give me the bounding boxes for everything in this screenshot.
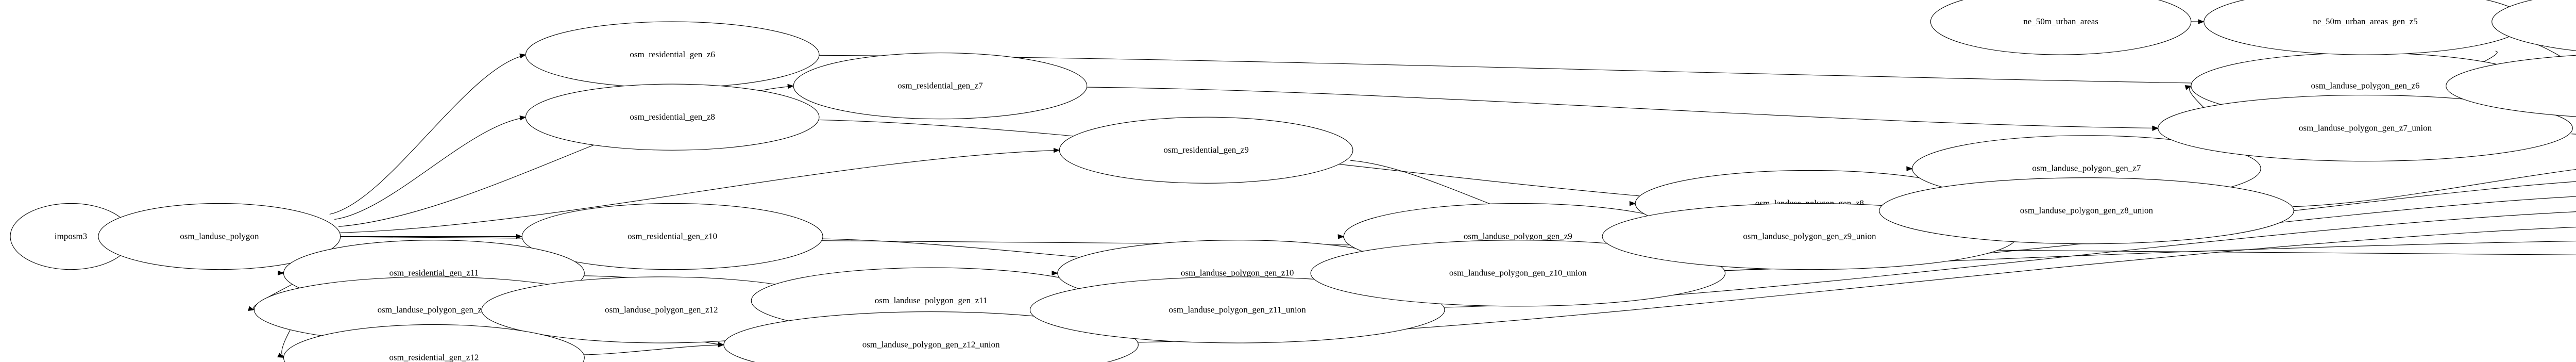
edge-arrowhead — [519, 115, 527, 121]
node-label: osm_landuse_polygon_gen_z12_union — [862, 340, 1000, 350]
node-ellipse — [1310, 240, 1726, 307]
graph-node-osm_residential_gen_z9[interactable]: osm_residential_gen_z9 — [1059, 117, 1353, 184]
node-ellipse — [793, 53, 1088, 120]
graph-node-ne_50m_urban_areas_gen_z4[interactable]: ne_50m_urban_areas_gen_z4 — [2492, 0, 2576, 55]
graph-node-osm_residential_gen_z7[interactable]: osm_residential_gen_z7 — [793, 53, 1088, 120]
node-label: osm_landuse_polygon_gen_z10_union — [1449, 268, 1587, 278]
node-label: osm_residential_gen_z8 — [630, 112, 715, 122]
edge-arrowhead — [1337, 234, 1344, 239]
edge-arrowhead — [1906, 166, 1913, 172]
graph-edge — [2293, 169, 2576, 207]
node-label: osm_landuse_polygon_gen_z7 — [2032, 163, 2141, 173]
node-label: osm_landuse_polygon_gen_z9 — [1464, 231, 1572, 241]
node-label: osm_residential_gen_z10 — [628, 231, 717, 241]
node-label: osm_residential_gen_z9 — [1163, 145, 1249, 155]
node-ellipse — [283, 324, 585, 362]
edge-arrowhead — [277, 353, 284, 358]
edge-arrowhead — [519, 53, 527, 59]
edge-arrowhead — [718, 342, 724, 348]
graph-node-osm_residential_gen_z8[interactable]: osm_residential_gen_z8 — [525, 84, 820, 151]
node-label: imposm3 — [55, 231, 87, 241]
node-label: osm_landuse_polygon_gen_z11 — [875, 295, 988, 305]
node-label: osm_landuse_polygon_gen_z12 — [605, 305, 718, 315]
node-ellipse — [2158, 94, 2573, 162]
graph-node-osm_residential_gen_z6[interactable]: osm_residential_gen_z6 — [525, 21, 820, 88]
graph-node-osm_landuse_polygon_gen_z12_union[interactable]: osm_landuse_polygon_gen_z12_union — [723, 311, 1139, 362]
node-ellipse — [2446, 55, 2576, 117]
node-label: osm_residential_gen_z7 — [897, 81, 983, 91]
edge-arrowhead — [2152, 125, 2159, 131]
graph-node-imposm3[interactable]: imposm3 — [10, 203, 132, 270]
graph-node-osm_residential_gen_z10[interactable]: osm_residential_gen_z10 — [521, 203, 823, 270]
node-label: osm_landuse_polygon_gen_z9_union — [1743, 231, 1876, 241]
node-label: osm_landuse_polygon — [180, 231, 259, 241]
node-label: osm_residential_gen_z11 — [389, 268, 479, 278]
graph-edge — [2571, 134, 2576, 135]
node-ellipse — [2204, 0, 2527, 55]
edge-arrowhead — [516, 234, 523, 239]
edge-arrowhead — [1629, 201, 1636, 206]
graph-edge — [340, 150, 1059, 233]
node-ellipse — [525, 84, 820, 151]
node-label: osm_landuse_polygon_gen_z13 — [378, 305, 491, 315]
graph-node-ne_50m_urban_areas_gen_z5[interactable]: ne_50m_urban_areas_gen_z5 — [2204, 0, 2527, 55]
edge-arrowhead — [2184, 85, 2192, 90]
graph-edge — [334, 117, 526, 220]
graph-node-osm_landuse_polygon_gen_z7_union[interactable]: osm_landuse_polygon_gen_z7_union — [2158, 94, 2573, 162]
edge-arrowhead — [277, 270, 284, 276]
node-ellipse — [1930, 0, 2192, 55]
node-label: osm_residential_gen_z12 — [389, 352, 479, 362]
node-ellipse — [521, 203, 823, 270]
graph-node-ne_50m_urban_areas[interactable]: ne_50m_urban_areas — [1930, 0, 2192, 55]
graph-node-osm_landuse_polygon_gen_z11_union[interactable]: osm_landuse_polygon_gen_z11_union — [1029, 276, 1445, 343]
edge-arrowhead — [1052, 270, 1058, 276]
node-ellipse — [723, 311, 1139, 362]
nodes-layer: imposm3 osm_landuse_polygon osm_residentia… — [10, 0, 2576, 362]
node-ellipse — [98, 203, 341, 270]
node-label: osm_landuse_polygon_gen_z11_union — [1169, 305, 1307, 315]
node-label: osm_landuse_polygon_gen_z6 — [2311, 81, 2420, 91]
node-label: ne_50m_urban_areas_gen_z5 — [2313, 17, 2417, 26]
edge-arrowhead — [787, 84, 794, 89]
graph-edge — [1087, 87, 2158, 129]
graph-node-osm_landuse_polygon_gen_z10_union[interactable]: osm_landuse_polygon_gen_z10_union — [1310, 240, 1726, 307]
edge-arrowhead — [1053, 147, 1060, 153]
node-label: ne_50m_urban_areas — [2023, 17, 2098, 26]
edge-arrowhead — [2198, 19, 2205, 24]
graph-node-osm_landuse_polygon[interactable]: osm_landuse_polygon — [98, 203, 341, 270]
graph-edge — [584, 344, 723, 355]
graph-node-osm_landuse_polygon_gen_z8_union[interactable]: osm_landuse_polygon_gen_z8_union — [1879, 177, 2294, 244]
node-ellipse — [1879, 177, 2294, 244]
node-ellipse — [2492, 0, 2576, 51]
node-label: osm_landuse_polygon_gen_z10 — [1181, 268, 1294, 278]
edge-arrowhead — [248, 306, 255, 311]
node-label: osm_residential_gen_z6 — [630, 50, 715, 59]
node-label: osm_landuse_polygon_gen_z8_union — [2020, 206, 2154, 216]
graph-node-osm_residential_gen_z12[interactable]: osm_residential_gen_z12 — [283, 324, 585, 362]
graph-node-osm_landuse_polygon_gen_z6_union[interactable]: osm_landuse_polygon_gen_z6_union — [2446, 53, 2576, 119]
node-ellipse — [1029, 276, 1445, 343]
graph-edge — [329, 55, 526, 215]
node-label: osm_landuse_polygon_gen_z7_union — [2299, 123, 2432, 133]
node-ellipse — [1059, 117, 1353, 184]
